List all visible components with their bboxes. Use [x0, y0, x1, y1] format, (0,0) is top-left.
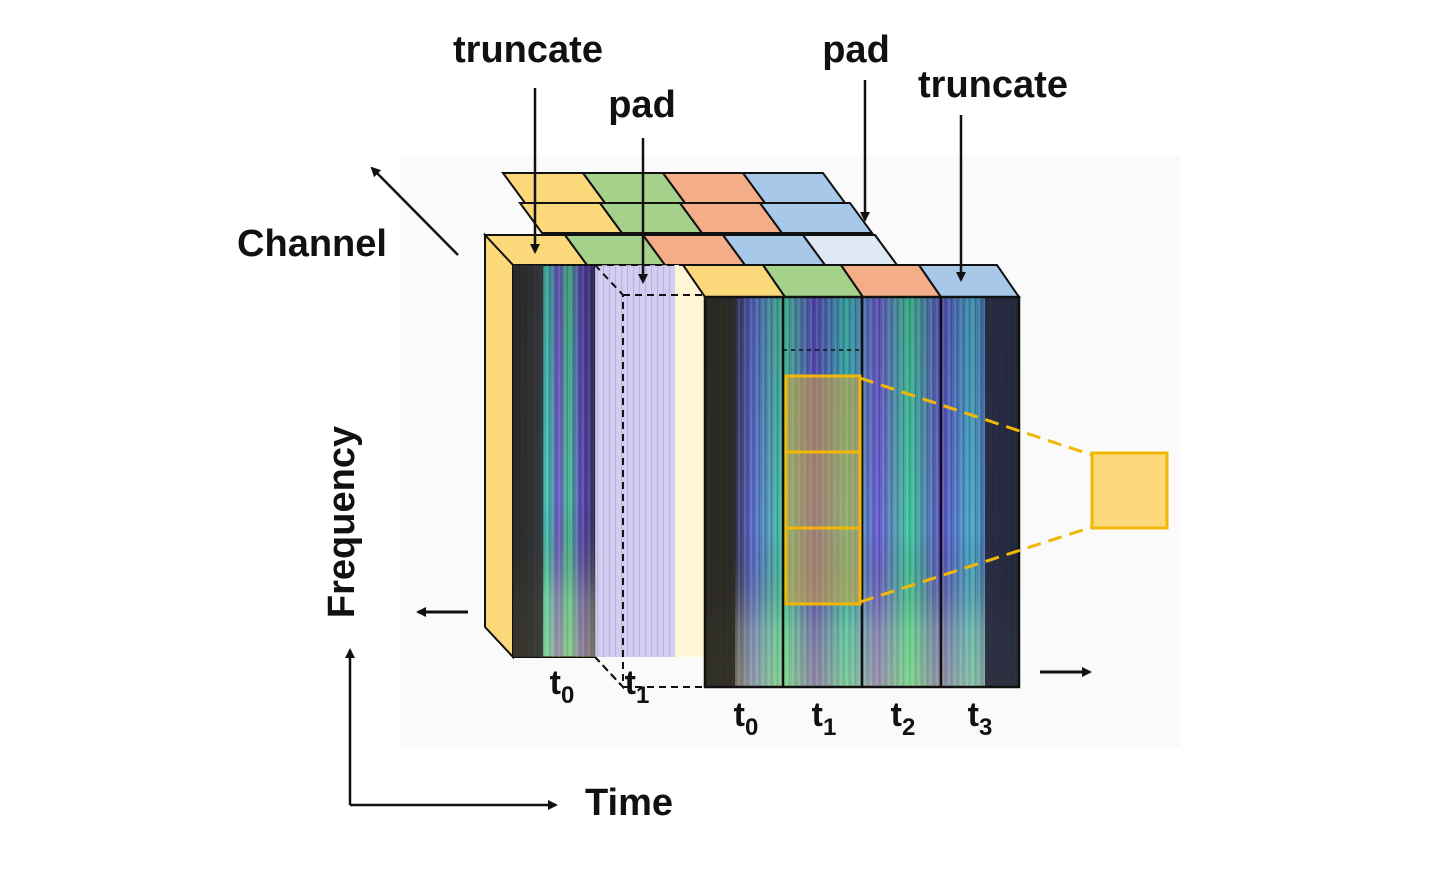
back-tick-0: t0 [550, 664, 575, 709]
front-tick-sub-1: 1 [823, 714, 836, 741]
front-tick-2: t2 [891, 696, 916, 741]
pad-dashed-bottom-edge [594, 656, 624, 688]
front-slice [681, 264, 1021, 689]
back-tick-sub-1: 1 [636, 682, 649, 709]
back-slice-pad-face [675, 265, 705, 657]
back-tick-1: t1 [625, 664, 650, 709]
back-tick-base-1: t [625, 664, 636, 702]
highlight-fill [786, 376, 860, 604]
front-tick-sub-0: 0 [745, 714, 758, 741]
highlight-window [784, 374, 1169, 606]
front-tick-sub-2: 2 [902, 714, 915, 741]
label-frequency: Frequency [321, 426, 363, 618]
annotation-arrows [345, 80, 1092, 810]
front-tick-base-0: t [734, 696, 745, 734]
label-channel: Channel [237, 223, 387, 265]
highlight-box [784, 374, 862, 606]
front-tick-base-1: t [812, 696, 823, 734]
top-cell-blue-mid [758, 202, 874, 234]
front-tick-3: t3 [968, 696, 993, 741]
zoom-line-top [859, 376, 1093, 457]
zoom-line-bottom [859, 525, 1093, 604]
label-pad-left: pad [608, 84, 676, 126]
feature-cell [1090, 451, 1169, 530]
back-slice-side-face [484, 232, 514, 660]
front-silence-end [985, 297, 1019, 687]
front-tick-sub-3: 3 [979, 714, 992, 741]
back-tick-sub-0: 0 [561, 682, 574, 709]
label-time: Time [585, 782, 673, 824]
arrow-channel [370, 166, 459, 256]
front-frame [703, 295, 1021, 689]
back-tick-base-0: t [550, 664, 561, 702]
label-truncate-left: truncate [453, 29, 603, 71]
front-silence-start [705, 297, 735, 687]
front-tick-1: t1 [812, 696, 837, 741]
front-tick-base-2: t [891, 696, 902, 734]
front-tick-0: t0 [734, 696, 759, 741]
back-slice [484, 232, 898, 690]
back-slice-silence [513, 265, 543, 657]
label-pad-right: pad [822, 29, 890, 71]
label-truncate-right: truncate [918, 64, 1068, 106]
front-tick-base-3: t [968, 696, 979, 734]
